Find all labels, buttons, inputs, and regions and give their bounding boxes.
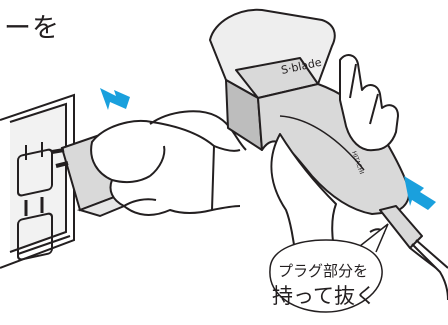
- wall-outlet-icon: [0, 95, 74, 268]
- callout-line-2: 持って抜く: [254, 280, 394, 310]
- callout-line-1: プラグ部分を: [268, 260, 378, 281]
- arrow-icon: [100, 88, 130, 110]
- arrow-icon: [404, 176, 436, 210]
- instruction-text: ーを: [4, 6, 60, 45]
